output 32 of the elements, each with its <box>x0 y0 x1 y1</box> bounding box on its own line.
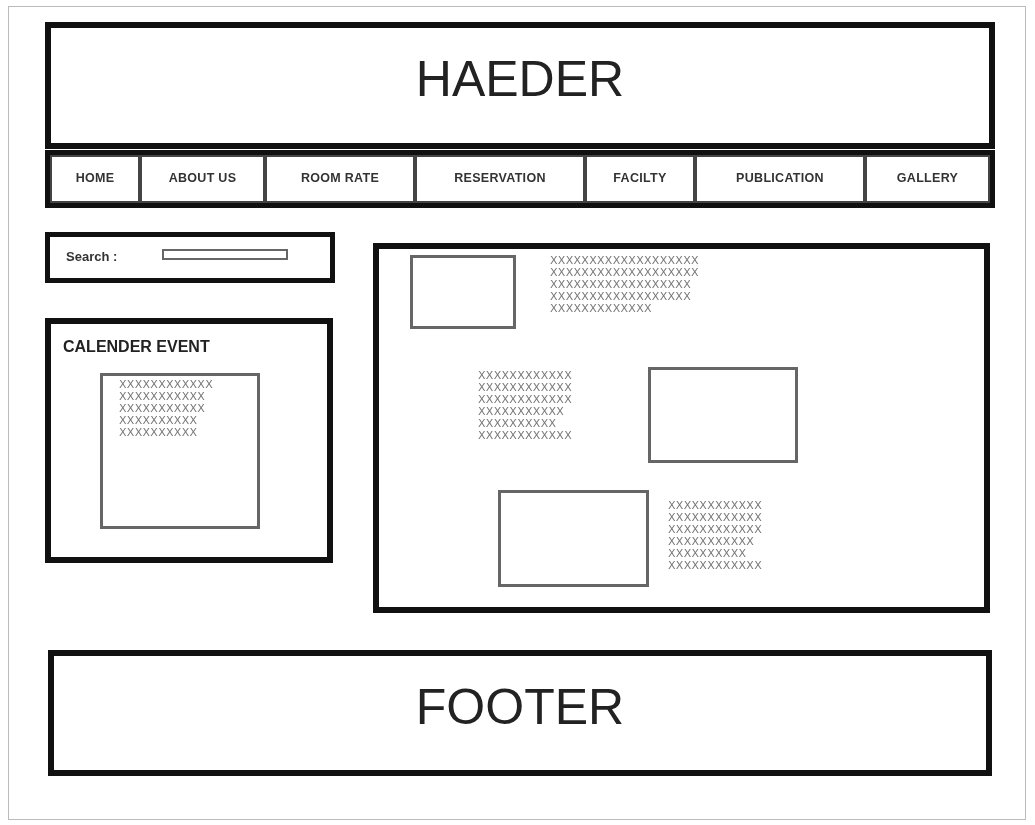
nav-item <box>50 155 140 203</box>
search-label: Search : <box>65 248 118 264</box>
panel-heading: CALENDER EVENT <box>62 337 211 356</box>
placeholder-text: XXXXXXXXXXXXXXXXXXX XXXXXXXXXXXXXXXXXXX XXXXXXXXXXXXXXXXXX XXXXXXXXXXXXXXXXXX XXXXXXXXXXXXX <box>550 255 699 315</box>
nav-link: HOME <box>74 170 116 185</box>
nav-link: PUBLICATION <box>735 170 825 185</box>
image-placeholder <box>498 490 649 587</box>
calendar-panel <box>45 318 333 563</box>
content-panel <box>373 243 990 613</box>
footer-title: FOOTER <box>414 678 626 736</box>
event-list-box <box>100 373 260 529</box>
nav-item <box>695 155 865 203</box>
nav-link: FACILTY <box>612 170 668 185</box>
placeholder-text: XXXXXXXXXXXX XXXXXXXXXXX XXXXXXXXXXX XXXXXXXXXX XXXXXXXXXX <box>118 377 214 439</box>
header-box <box>45 22 995 149</box>
placeholder-text: XXXXXXXXXXXX XXXXXXXXXXXX XXXXXXXXXXXX XXXXXXXXXXX XXXXXXXXXX XXXXXXXXXXXX <box>478 370 573 442</box>
search-panel <box>45 232 335 283</box>
nav-item <box>265 155 415 203</box>
header-title: HAEDER <box>414 50 626 108</box>
nav-bar <box>45 150 995 208</box>
nav-item <box>415 155 585 203</box>
nav-link: RESERVATION <box>453 170 547 185</box>
nav-item <box>865 155 990 203</box>
footer-box <box>48 650 992 776</box>
nav-link: ROOM RATE <box>299 170 381 185</box>
nav-item <box>585 155 695 203</box>
placeholder-text: XXXXXXXXXXXX XXXXXXXXXXXX XXXXXXXXXXXX XXXXXXXXXXX XXXXXXXXXX XXXXXXXXXXXX <box>668 500 763 572</box>
nav-link: ABOUT US <box>167 170 238 185</box>
nav-item <box>140 155 265 203</box>
nav-link: GALLERY <box>895 170 960 185</box>
image-placeholder <box>410 255 516 329</box>
image-placeholder <box>648 367 798 463</box>
